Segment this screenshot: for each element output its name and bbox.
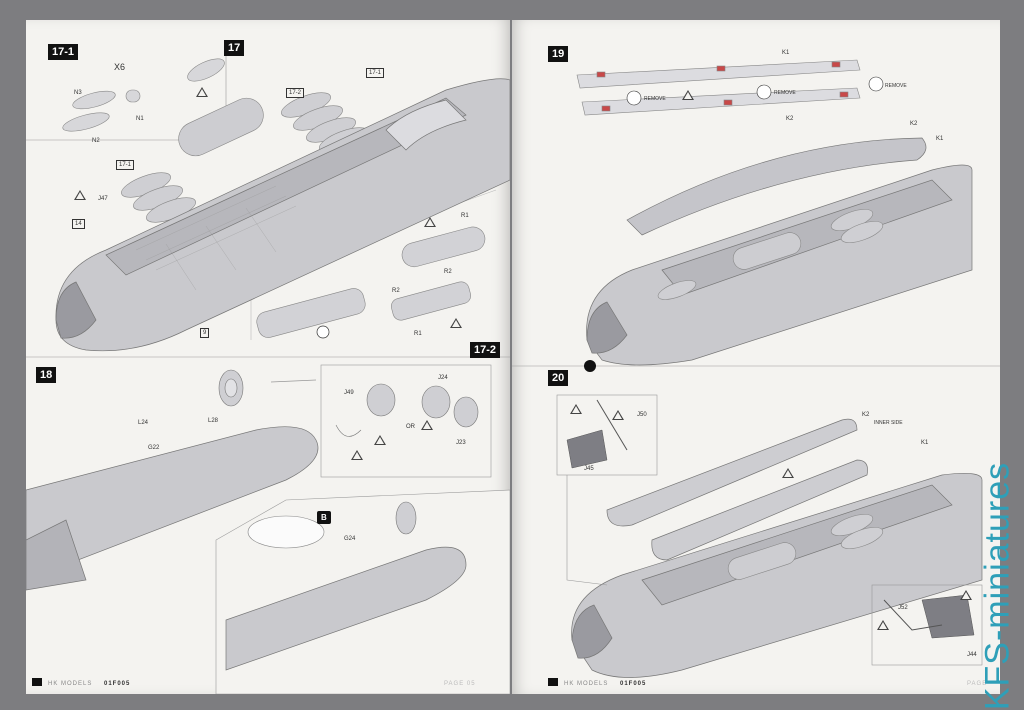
warning-triangle-icon [570,404,582,414]
door-k2-open [626,137,927,236]
arrow-line [270,379,317,383]
rod-j52 [883,599,943,631]
footer-code: 01F005 [104,681,131,687]
fuselage-detail-b [225,546,467,671]
bay-grid-lines [135,185,297,291]
finger-icon [316,325,330,339]
footer-brand: HK MODELS [48,681,93,687]
k1-mid-label: K1 [936,136,944,142]
wheel-l28 [218,369,244,407]
right-instruction-page: 19 20 K1 K2 REMOVE REMOVE REMOVE K2 K1 K… [512,20,1000,694]
j47-label: J47 [98,196,108,202]
left-instruction-page: 17-1 17 18 17-2 X6 N3 N1 N2 J47 17-2 17-… [26,20,510,694]
bay-doors-20 [606,418,868,561]
j23-label: J23 [456,440,466,446]
or-label: OR [406,424,415,430]
r2-a-label: R2 [444,269,452,275]
step-18-label: 18 [36,367,57,383]
left-page-drawings [26,40,510,694]
fuel-tank-19 [732,232,802,270]
r1-top-label: R1 [461,213,469,219]
fuselage-step19 [586,164,973,366]
warning-triangle-icon [682,90,694,100]
j24-label: J24 [438,375,448,381]
rod-j50 [596,399,628,451]
remove-label-a: REMOVE [644,96,666,102]
ref-box-17-1-mid: 17-1 [116,160,135,170]
l24-label: L24 [138,420,149,426]
j45-label: J45 [584,466,594,472]
bombs-19 [657,209,884,300]
ref-box-9: 9 [200,328,210,338]
wheel-parts [335,383,479,437]
k1-top-label: K1 [782,50,790,56]
warning-triangle-icon [351,450,363,460]
footer-brand: HK MODELS [564,681,609,687]
ref-box-17-1-top: 17-1 [366,68,385,78]
x6-label: X6 [114,62,126,72]
watermark: KFS-miniatures [978,462,1018,710]
g22-label: G22 [148,445,160,451]
warning-triangle-icon [421,420,433,430]
fuselage-step18 [26,426,319,591]
n3-label: N3 [74,90,82,96]
j49-label: J49 [344,390,354,396]
warning-triangle-icon [782,468,794,478]
bomb-cluster-mid [121,172,196,223]
k2-top-label: K2 [786,116,794,122]
detail-b-badge: B [317,511,331,524]
r1-bottom-label: R1 [414,331,422,337]
clear-part-g24 [247,515,325,549]
k2-low-label: K2 [862,412,870,418]
remove-icons [626,76,884,106]
step-17-1-label: 17-1 [48,44,79,60]
fuselage-step17 [55,78,510,352]
inset-box-j45 [556,394,658,476]
watermark-text: KFS-miniatures [978,461,1017,710]
footer-page-number: PAGE [967,681,988,687]
l28-label: L28 [208,418,219,424]
n2-label: N2 [92,138,100,144]
footer-code: 01F005 [620,681,647,687]
wheel-detail-b [395,501,417,535]
j44-label: J44 [967,652,977,658]
warning-triangle-icon [196,87,208,97]
remove-label-b: REMOVE [774,90,796,96]
k1-low-label: K1 [921,440,929,446]
ref-box-14: 14 [72,219,85,229]
inset-box-j44 [871,584,983,666]
ref-box-17-2: 17-2 [286,88,305,98]
k2-mid-label: K2 [910,121,918,127]
rotate-view-icon [584,360,596,372]
inner-side-label: INNER SIDE [874,420,903,426]
warning-triangle-icon [612,410,624,420]
warning-triangle-icon [374,435,386,445]
step-17-label: 17 [224,40,245,56]
n1-label: N1 [136,116,144,122]
fuel-tank [178,97,264,157]
bay-door-panels [576,59,861,116]
g24-label: G24 [344,536,356,542]
j50-label: J50 [637,412,647,418]
fuselage-step20 [571,473,983,678]
warning-triangle-icon [424,217,436,227]
warning-triangle-icon [74,190,86,200]
warning-triangle-icon [877,620,889,630]
footer-page-number: PAGE 05 [444,681,476,687]
inset-box-wheel [320,364,492,478]
r1-r2-parts [256,226,486,338]
brand-logo-icon [32,678,42,686]
warning-triangle-icon [450,318,462,328]
brand-logo-icon [548,678,558,686]
step-17-2-label: 17-2 [470,342,501,358]
step-19-label: 19 [548,46,569,62]
warning-triangle-icon [960,590,972,600]
right-page-drawings [512,59,1000,678]
remove-label-c: REMOVE [885,83,907,89]
r2-b-label: R2 [392,288,400,294]
small-bomb-parts [62,58,225,132]
j52-label: J52 [898,605,908,611]
step-20-label: 20 [548,370,569,386]
